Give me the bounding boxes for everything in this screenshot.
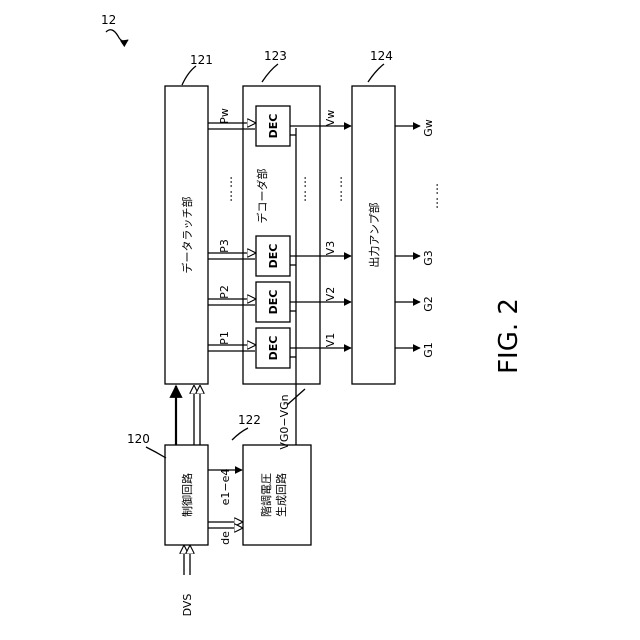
gradation-label-line2: 生成回路 [274, 473, 288, 517]
p-signal-2: P2 [218, 285, 231, 299]
data-latch-label: データラッチ部 [180, 197, 194, 274]
p-signal-w: Pw [218, 108, 231, 124]
v-signal-1: V1 [324, 333, 337, 348]
ref-control: 120 [127, 432, 150, 446]
dots-decoder: …… [295, 174, 309, 202]
dots-v: …… [331, 174, 345, 202]
signal-de: de [219, 531, 232, 545]
input-signal-dvs: DVS [181, 594, 194, 617]
main-ref-arrow [106, 30, 128, 42]
g-signal-w: Gw [422, 119, 435, 137]
g-signal-2: G2 [422, 296, 435, 312]
signal-vg0-vgn: VG0−VGn [278, 394, 291, 449]
signal-e1-e4: e1−e4 [219, 469, 232, 506]
figure-label: FIG. 2 [494, 298, 524, 374]
g-signal-1: G1 [422, 342, 435, 358]
output-amp-label: 出力アンプ部 [367, 202, 381, 267]
g-signal-3: G3 [422, 250, 435, 266]
control-circuit-label: 制御回路 [180, 473, 194, 517]
gradation-label-line1: 階調電圧 [259, 473, 273, 517]
ref-gradation: 122 [238, 413, 261, 427]
v-signal-w: Vw [324, 110, 337, 127]
decoder-label: デコーダ部 [255, 169, 269, 224]
ref-output: 124 [370, 49, 393, 63]
decoder-block [243, 86, 320, 384]
p-signal-1: P1 [218, 331, 231, 345]
dec-label-3: DEC [267, 244, 280, 269]
dec-label-1: DEC [267, 336, 280, 361]
dec-label-2: DEC [267, 290, 280, 315]
ref-main: 12 [101, 13, 116, 27]
dots-g: …… [427, 181, 441, 209]
v-signal-3: V3 [324, 241, 337, 256]
dec-label-w: DEC [267, 114, 280, 139]
p-signal-3: P3 [218, 239, 231, 253]
v-signal-2: V2 [324, 287, 337, 302]
ref-latch: 121 [190, 53, 213, 67]
dots-latch: …… [221, 174, 235, 202]
ref-decoder: 123 [264, 49, 287, 63]
